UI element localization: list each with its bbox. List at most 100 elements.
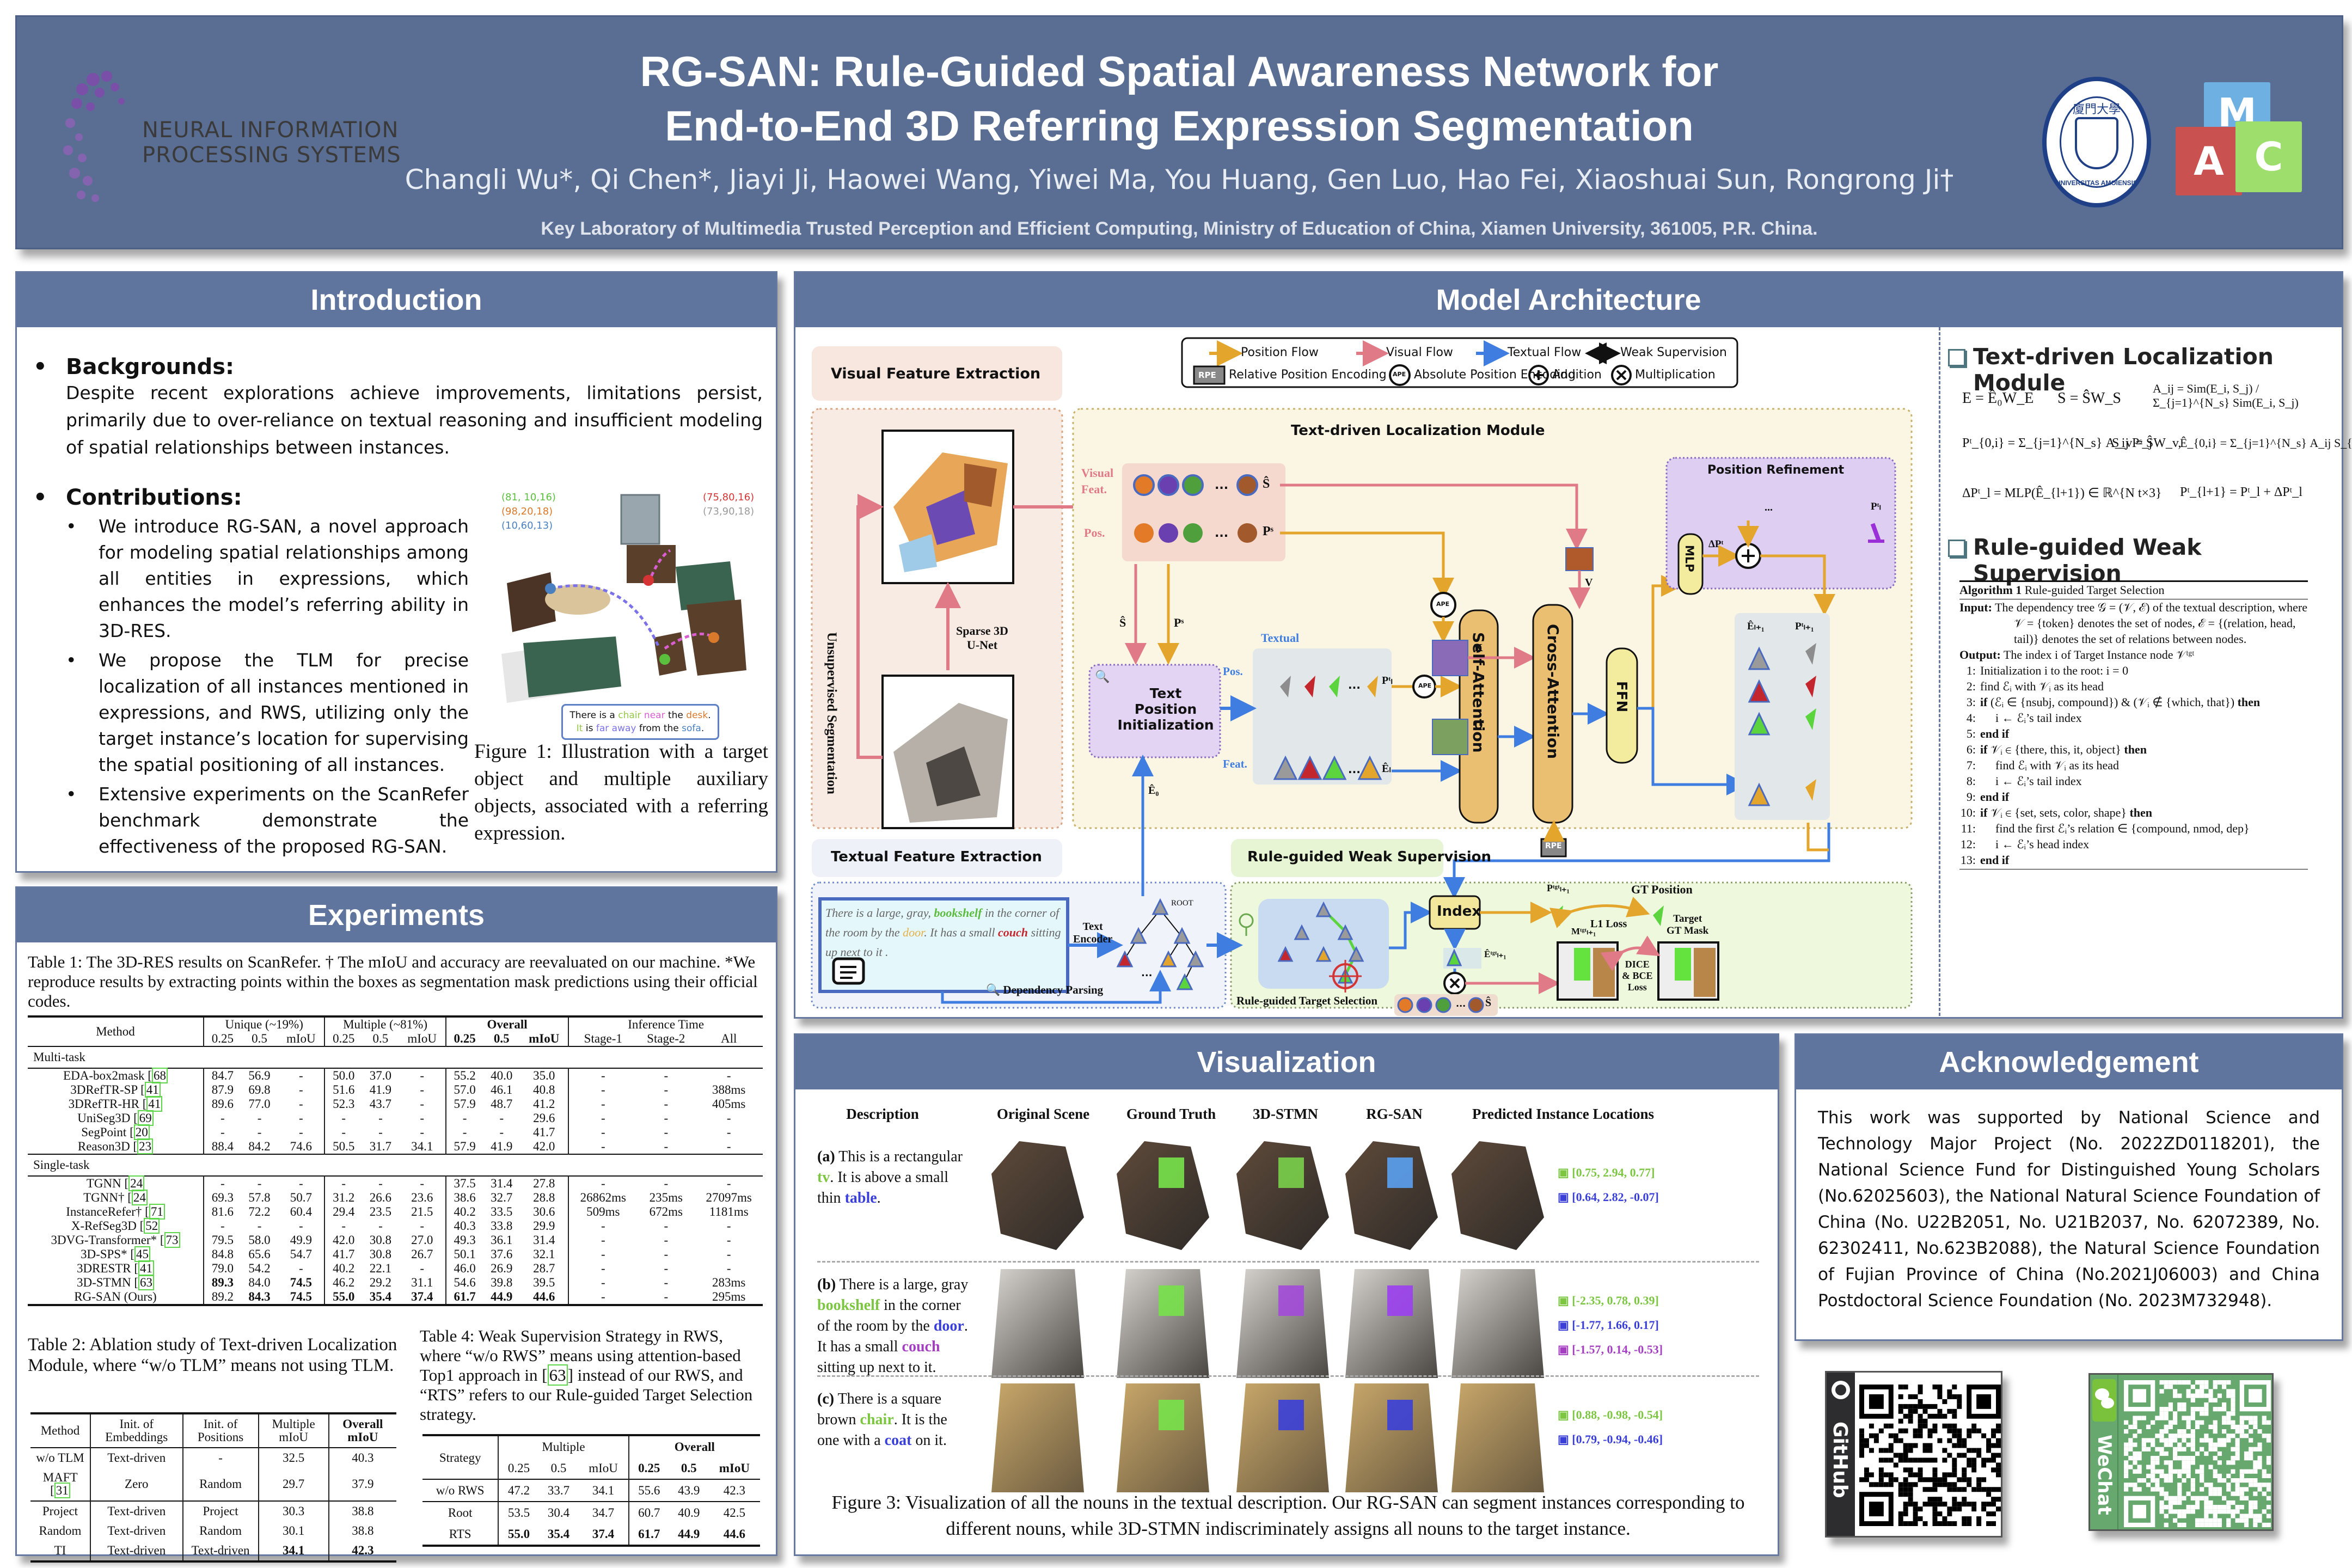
- table-cell: 55.0: [498, 1523, 539, 1546]
- table-2-caption: Table 2: Ablation study of Text-driven L…: [28, 1335, 397, 1375]
- table-cell: 43.9: [678, 1484, 700, 1497]
- github-label: GitHub: [1829, 1422, 1851, 1498]
- speech-word-far-away: far away: [596, 723, 636, 734]
- citation-link[interactable]: 24: [128, 1175, 145, 1191]
- table-cell: -: [420, 1219, 425, 1233]
- table-cell: 46.0: [445, 1261, 483, 1276]
- citation-link[interactable]: 41: [146, 1096, 163, 1112]
- table-1-subheader: mIoU: [407, 1032, 437, 1045]
- speech-line-1: There is a chair near the desk.: [567, 709, 713, 722]
- row-separator: [817, 1375, 1759, 1377]
- speech-text: .: [708, 710, 711, 721]
- keyword: then: [2237, 695, 2261, 709]
- table-cell: Project: [182, 1501, 259, 1521]
- chat-bubble-icon: [832, 957, 865, 985]
- wechat-qr-card[interactable]: WeChat: [2088, 1373, 2274, 1531]
- table-cell: 84.3: [248, 1290, 271, 1303]
- citation-link[interactable]: 31: [54, 1483, 70, 1498]
- table-cell: 27.8: [533, 1177, 555, 1190]
- citation-link[interactable]: 63: [138, 1275, 155, 1290]
- output-label: Output:: [1959, 648, 2001, 661]
- coordinate-value: [0.88, -0.98, -0.54]: [1572, 1408, 1663, 1422]
- algorithm-line: 5:end if: [1959, 726, 2308, 742]
- speech-text: There is a: [569, 710, 618, 721]
- line-text: 𝒱ᵢ ∈ {there, this, it, object}: [1990, 743, 2121, 756]
- citation-link[interactable]: 69: [137, 1110, 154, 1126]
- citation-link[interactable]: 41: [138, 1260, 155, 1276]
- rws-region-title: Rule-guided Weak Supervision: [1247, 849, 1492, 865]
- predicted-locations-image: [1451, 1269, 1544, 1378]
- table-cell: 46.2: [324, 1276, 363, 1290]
- table-cell: Text-driven: [182, 1541, 259, 1561]
- tree-icon: [1239, 913, 1254, 936]
- citation-link[interactable]: 52: [144, 1218, 160, 1234]
- algorithm-title: Algorithm 1 Rule-guided Target Selection: [1959, 582, 2308, 598]
- table-cell: 54.6: [445, 1276, 483, 1290]
- table-4-caption: Table 4: Weak Supervision Strategy in RW…: [420, 1326, 763, 1424]
- method-cell: 3DRefTR-HR [41: [28, 1096, 204, 1112]
- table-cell: 42.5: [723, 1506, 745, 1520]
- citation-link[interactable]: 41: [144, 1082, 161, 1098]
- method-cell: TGNN [24: [28, 1175, 204, 1191]
- 3d-stmn-result-image: [1236, 1141, 1329, 1250]
- visual-token-ellipsis: ...: [1215, 479, 1229, 492]
- experiments-heading: Experiments: [17, 888, 776, 942]
- table-cell: -: [568, 1261, 638, 1276]
- citation-link[interactable]: 68: [151, 1068, 168, 1083]
- table-cell: -: [499, 1125, 504, 1139]
- table-cell: -: [298, 1125, 303, 1139]
- table-cell: -: [203, 1219, 241, 1233]
- query-tokens: [1432, 719, 1468, 755]
- citation-link[interactable]: 24: [131, 1190, 148, 1205]
- table-cell: 37.4: [592, 1527, 615, 1541]
- table-cell: 54.2: [248, 1261, 271, 1275]
- table-cell: -: [726, 1140, 731, 1153]
- row-label: (c): [817, 1391, 835, 1407]
- citation-link[interactable]: 20: [133, 1124, 150, 1140]
- table-cell: 29.4: [324, 1205, 363, 1219]
- table-cell: 57.0: [445, 1083, 483, 1097]
- table-1-subheader: 0.5: [493, 1032, 510, 1045]
- sparse-unet-label: Sparse 3D U-Net: [956, 624, 1008, 652]
- speech-text: the: [665, 710, 687, 721]
- predicted-locations-image: [1451, 1141, 1544, 1250]
- table-cell: 31.7: [369, 1140, 392, 1153]
- method-cell: MAFT [31: [42, 1471, 78, 1498]
- citation-link[interactable]: 71: [149, 1204, 165, 1220]
- original-scene-image: [991, 1383, 1084, 1492]
- table-cell: 77.0: [248, 1097, 271, 1111]
- column-description: Description: [846, 1106, 919, 1122]
- unsupervised-segmentation-label: Unsupervised Segmentation: [824, 632, 839, 794]
- citation-link[interactable]: 45: [134, 1246, 151, 1262]
- contribution-item: We introduce RG-SAN, a novel approach fo…: [66, 513, 469, 644]
- dependency-tree-nodes: [1116, 898, 1204, 990]
- github-qr-code[interactable]: [1859, 1379, 2001, 1532]
- room-scene-illustration: [501, 494, 746, 703]
- table-cell: -: [499, 1111, 504, 1125]
- table-cell: 54.7: [290, 1247, 312, 1261]
- table-2-header: Overall mIoU: [328, 1413, 396, 1448]
- table-cell: 57.9: [445, 1140, 483, 1154]
- table-cell: -: [420, 1111, 425, 1125]
- textual-label: Textual: [1261, 631, 1300, 645]
- target-gt-mask-line-2: GT Mask: [1667, 925, 1709, 936]
- citation-link[interactable]: 63: [547, 1364, 568, 1386]
- table-cell: 84.2: [248, 1140, 271, 1153]
- line-body: i ← ℰᵢ’s head index: [1980, 836, 2089, 852]
- s-hat-label: Ŝ: [1263, 477, 1270, 491]
- visualization-panel: Visualization Description Original Scene…: [794, 1033, 1779, 1556]
- line-text: find ℰᵢ with 𝒱ᵢ as its head: [1980, 679, 2104, 693]
- description-text: .: [877, 1190, 881, 1206]
- github-qr-card[interactable]: GitHub: [1825, 1371, 2002, 1538]
- table-cell: -: [568, 1125, 638, 1140]
- text-feat-ellipsis: ...: [1348, 763, 1361, 776]
- citation-link[interactable]: 73: [164, 1232, 180, 1248]
- acknowledgement-heading: Acknowledgement: [1796, 1035, 2342, 1089]
- wechat-qr-code[interactable]: [2124, 1380, 2271, 1527]
- table-cell: 40.9: [678, 1506, 700, 1520]
- legend-textual-flow: Textual Flow: [1508, 346, 1582, 359]
- citation-link[interactable]: 23: [137, 1138, 154, 1154]
- line-body: if 𝒱ᵢ ∈ {set, sets, color, shape} then: [1980, 805, 2152, 820]
